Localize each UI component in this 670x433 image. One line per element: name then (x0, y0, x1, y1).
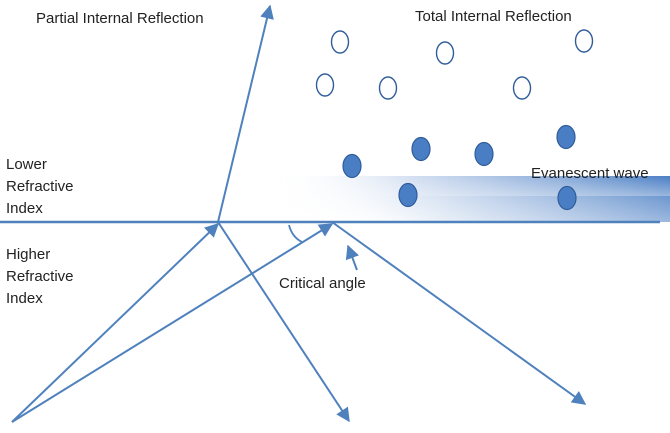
incident-ray-total (11, 223, 334, 423)
critical-angle-pointer (345, 244, 359, 271)
filled-particle (398, 182, 418, 208)
filled-particle (474, 141, 494, 167)
partial-reflection-label: Partial Internal Reflection (36, 10, 204, 27)
filled-particle (557, 185, 577, 211)
higher-index-label-line2: Refractive (6, 268, 74, 285)
refracted-ray (217, 4, 274, 223)
critical-angle-arc (288, 224, 303, 243)
lower-index-label-line3: Index (6, 200, 43, 217)
evanescent-wave-label: Evanescent wave (531, 165, 649, 182)
filled-particle (411, 136, 431, 162)
partial-reflected-ray (217, 221, 350, 423)
hollow-particle (315, 73, 335, 97)
higher-index-label-line3: Index (6, 290, 43, 307)
total-reflected-ray (331, 221, 587, 405)
lower-index-label-line2: Refractive (6, 178, 74, 195)
evanescent-wave-band (270, 176, 670, 222)
filled-particles (342, 124, 577, 211)
hollow-particle (330, 30, 350, 54)
hollow-particle (512, 76, 532, 100)
hollow-particles (315, 29, 594, 100)
hollow-particle (435, 41, 455, 65)
filled-particle (556, 124, 576, 150)
hollow-particle (378, 76, 398, 100)
total-reflection-label: Total Internal Reflection (415, 8, 572, 25)
higher-index-label-line1: Higher (6, 246, 51, 263)
incident-ray-partial (11, 223, 220, 423)
lower-index-label-line1: Lower (6, 156, 47, 173)
hollow-particle (574, 29, 594, 53)
filled-particle (342, 153, 362, 179)
critical-angle-label: Critical angle (279, 275, 366, 292)
